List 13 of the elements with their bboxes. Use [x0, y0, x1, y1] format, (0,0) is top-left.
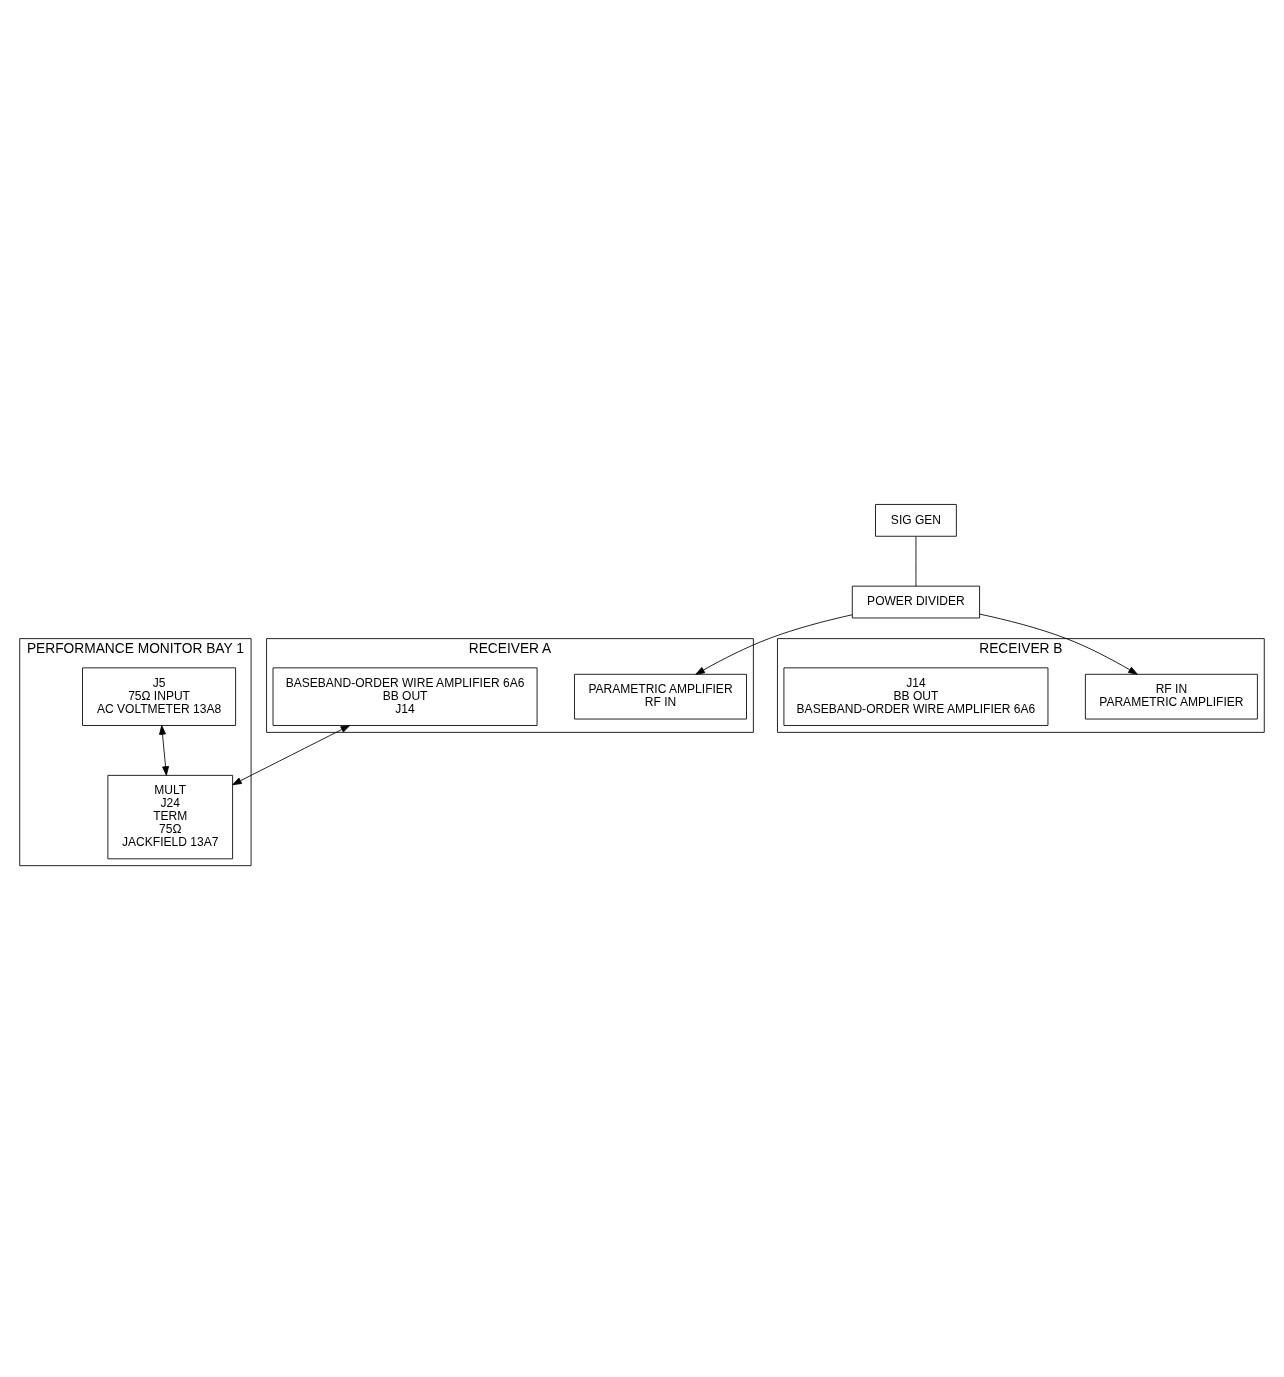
node-box: POWER DIVIDER	[851, 585, 980, 619]
node-box: PARAMETRIC AMPLIFIER RF IN	[574, 673, 747, 720]
node-box: MULT J24 TERM 75Ω JACKFIELD 13A7	[107, 774, 234, 860]
node-box: RF IN PARAMETRIC AMPLIFIER	[1084, 673, 1258, 720]
arrow	[159, 725, 169, 776]
node-box: BASEBAND-ORDER WIRE AMPLIFIER 6A6 BB OUT J14	[272, 667, 538, 726]
node-box: J5 75Ω INPUT AC VOLTMETER 13A8	[82, 667, 237, 726]
node-box: J14 BB OUT BASEBAND-ORDER WIRE AMPLIFIER 6A6	[783, 667, 1049, 726]
arrow	[232, 725, 351, 786]
connector	[915, 536, 917, 587]
arrow	[979, 613, 1138, 675]
arrow	[695, 614, 853, 675]
node-box: SIG GEN	[875, 504, 957, 537]
